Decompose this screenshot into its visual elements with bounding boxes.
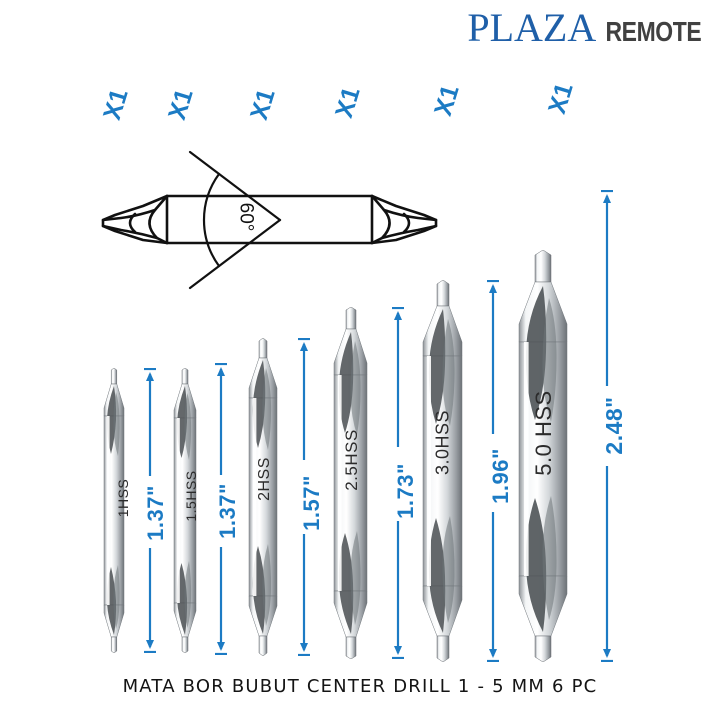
quantity-badge-3: X1: [244, 85, 281, 124]
quantity-badge-2: X1: [162, 85, 199, 124]
drill-bit-3: [243, 338, 283, 656]
logo-remote-text: REMOTE: [605, 16, 702, 47]
dimension-label-6: 2.48": [601, 396, 627, 455]
dimension-arrow-1: [143, 368, 157, 653]
product-caption: MATA BOR BUBUT CENTER DRILL 1 - 5 MM 6 P…: [122, 676, 598, 697]
dimension-arrow-5: [486, 280, 500, 662]
logo-plaza-text: PLAZA: [467, 5, 597, 50]
drill-size-label-3: 2HSS: [256, 457, 273, 501]
dimension-arrow-6: [600, 190, 614, 662]
dimension-arrow-3: [297, 338, 311, 656]
center-drill-diagram: [95, 138, 440, 313]
drill-size-label-4: 2.5HSS: [342, 429, 361, 491]
quantity-badge-5: X1: [428, 81, 465, 120]
drill-bit-6: [510, 250, 576, 662]
dimension-label-2: 1.37": [215, 483, 240, 539]
dimension-label-3: 1.57": [299, 475, 324, 531]
brand-logo: PLAZA REMOTE: [467, 8, 712, 48]
angle-label: 60°: [235, 202, 257, 232]
quantity-badge-1: X1: [97, 85, 134, 124]
drill-bit-1: [98, 368, 130, 653]
dimension-arrow-4: [391, 307, 405, 659]
drill-size-label-5: 3.0HSS: [432, 409, 453, 476]
drill-size-label-2: 1.5HSS: [183, 470, 199, 522]
drill-bit-4: [328, 307, 374, 659]
dimension-label-1: 1.37": [143, 485, 168, 541]
quantity-badge-4: X1: [329, 83, 366, 122]
drill-size-label-6: 5.0 HSS: [531, 390, 556, 476]
quantity-badge-6: X1: [542, 79, 579, 118]
drill-bit-5: [416, 280, 470, 662]
dimension-arrow-2: [214, 363, 228, 655]
drill-size-label-1: 1HSS: [115, 478, 131, 518]
drill-bit-2: [168, 368, 202, 653]
